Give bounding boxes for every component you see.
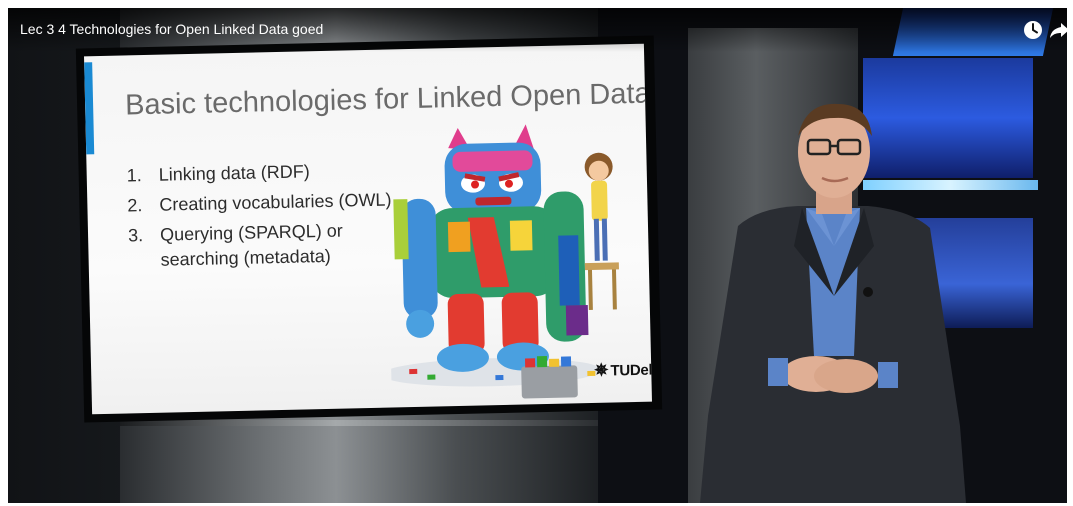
list-item-number: 3. (127, 225, 144, 246)
list-item-number: 1. (126, 165, 142, 186)
watch-later-button[interactable] (1022, 19, 1044, 41)
clock-icon (1024, 21, 1042, 39)
slide-accent-bar (84, 62, 95, 155)
logo-text: TUDelft (610, 360, 652, 380)
pillar-ring (120, 420, 600, 426)
video-player[interactable]: Basic technologies for Linked Open Data … (8, 8, 1067, 503)
monster-illustration (385, 124, 619, 399)
studio-window (863, 58, 1033, 178)
flame-icon: ✵ (594, 360, 609, 380)
list-item-text: Querying (SPARQL) or searching (metadata… (159, 220, 343, 270)
share-button[interactable] (1048, 19, 1067, 41)
list-item-text: Linking data (RDF) (158, 161, 310, 185)
video-top-bar: Lec 3 4 Technologies for Open Linked Dat… (8, 8, 1067, 52)
list-item-number: 2. (127, 195, 143, 216)
slide-bullet-list: 1. Linking data (RDF) 2. Creating vocabu… (126, 157, 410, 273)
share-arrow-icon (1050, 23, 1067, 38)
list-item-text: Creating vocabularies (OWL) (159, 189, 392, 215)
list-item: 2. Creating vocabularies (OWL) (127, 187, 409, 218)
studio-light-strip (863, 180, 1038, 190)
presenter (700, 103, 966, 503)
video-title[interactable]: Lec 3 4 Technologies for Open Linked Dat… (20, 21, 324, 37)
list-item: 3. Querying (SPARQL) or searching (metad… (128, 217, 411, 273)
list-item: 1. Linking data (RDF) (126, 157, 408, 188)
presentation-slide: Basic technologies for Linked Open Data … (84, 43, 652, 415)
tudelft-logo: ✵ TUDelft (594, 359, 652, 381)
